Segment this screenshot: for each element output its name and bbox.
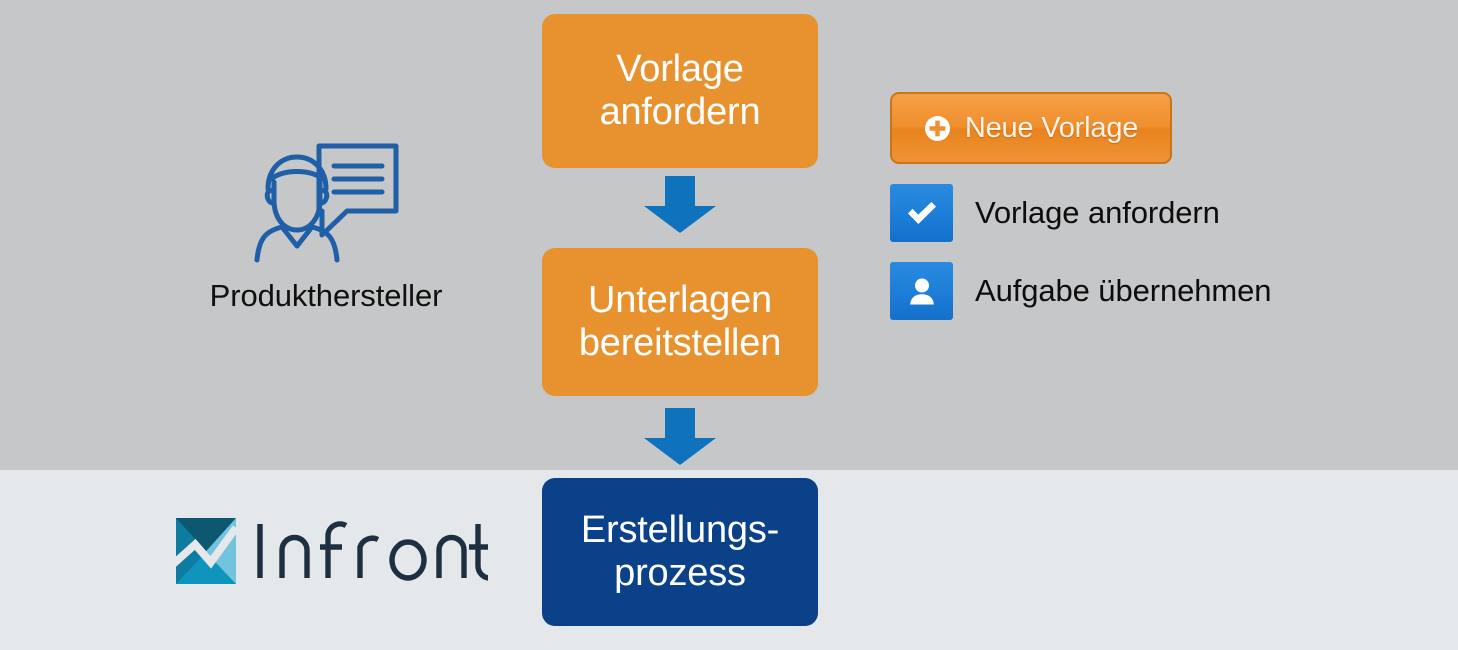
new-template-button[interactable]: Neue Vorlage [890, 92, 1172, 164]
action-panel: Neue Vorlage Vorlage anfordern Aufgabe ü… [890, 92, 1320, 320]
infront-logo [169, 518, 492, 584]
flow-arrow-down-1 [644, 176, 716, 233]
flow-arrow-down-2 [644, 408, 716, 465]
person-speech-bubble-icon [246, 138, 406, 268]
action-label: Aufgabe übernehmen [975, 273, 1272, 308]
flow-step-line2: anfordern [599, 91, 761, 133]
flow-step-line1: Unterlagen [588, 279, 772, 322]
flow-step-line2: prozess [614, 552, 746, 594]
flow-step-vorlage-anfordern[interactable]: Vorlage anfordern [542, 14, 818, 168]
infront-chart-mark-icon [169, 518, 240, 584]
action-row-aufgabe-uebernehmen[interactable]: Aufgabe übernehmen [890, 262, 1320, 320]
flow-step-unterlagen-bereitstellen[interactable]: Unterlagen bereitstellen [542, 248, 818, 396]
actor-produkthersteller: Produkthersteller [186, 138, 466, 314]
flow-step-line1: Vorlage [616, 48, 744, 91]
flow-step-erstellungsprozess[interactable]: Erstellungs- prozess [542, 478, 818, 626]
plus-circle-icon [924, 115, 951, 142]
new-template-button-label: Neue Vorlage [964, 111, 1139, 144]
action-label: Vorlage anfordern [975, 195, 1220, 230]
person-icon [890, 262, 953, 320]
action-row-vorlage-anfordern[interactable]: Vorlage anfordern [890, 184, 1320, 242]
check-icon [890, 184, 953, 242]
actor-label: Produkthersteller [209, 278, 443, 313]
flow-step-line2: bereitstellen [578, 322, 782, 364]
flow-step-line1: Erstellungs- [580, 509, 780, 552]
infront-wordmark [256, 520, 492, 582]
